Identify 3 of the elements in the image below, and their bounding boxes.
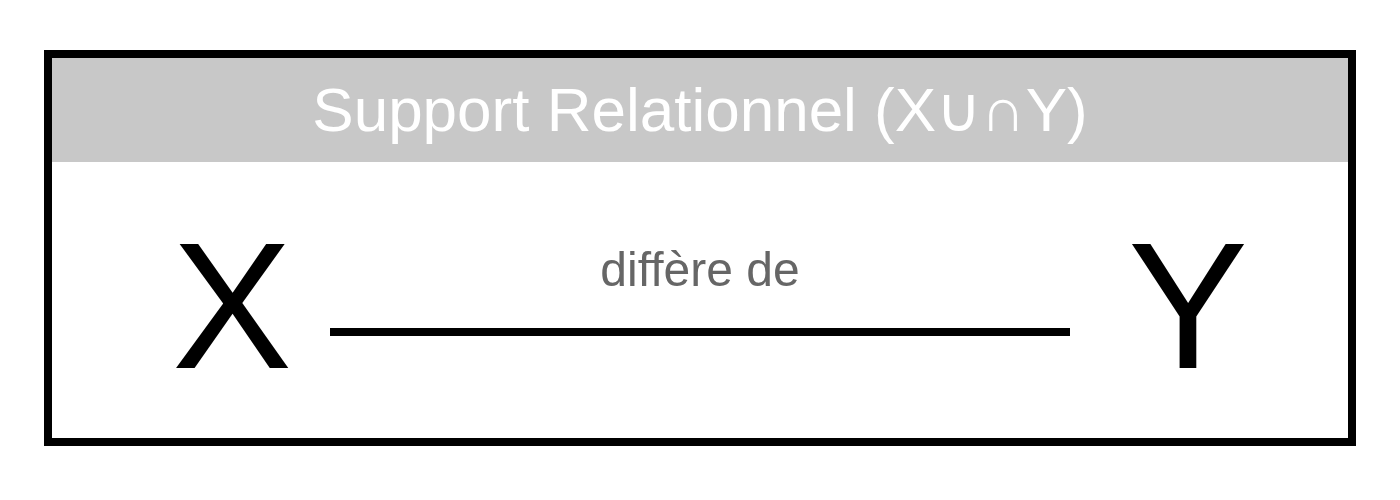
container-box (44, 50, 1356, 446)
entity-label: Y (1128, 216, 1248, 396)
entity-label: X (172, 216, 292, 396)
